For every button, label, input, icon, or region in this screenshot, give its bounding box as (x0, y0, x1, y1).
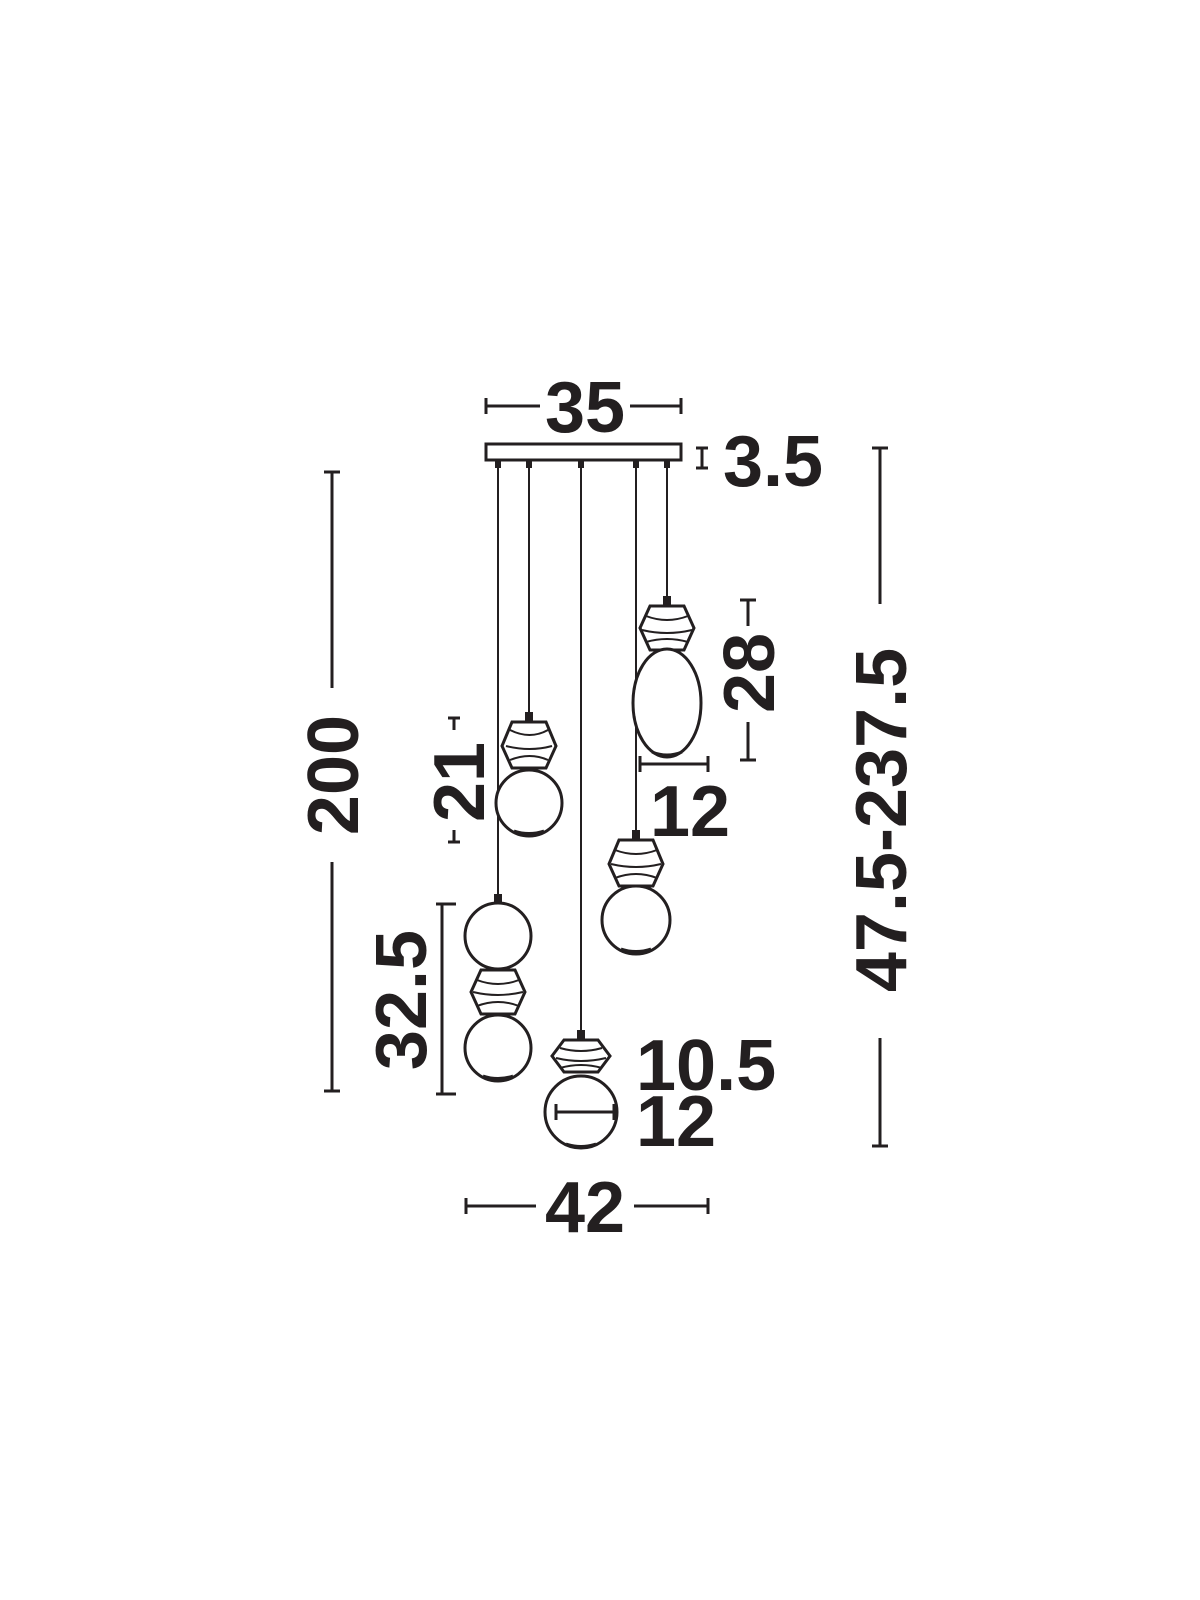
pendant-globe-small (494, 712, 564, 838)
oval-height-label: 28 (710, 633, 790, 713)
pendant-globe-bottom (543, 1030, 619, 1150)
pendant-double-globe (463, 894, 533, 1083)
dimension-total-height: 47.5-237.5 (842, 446, 922, 1148)
cable-length-label: 200 (294, 715, 374, 835)
total-height-label: 47.5-237.5 (842, 648, 922, 992)
dimension-small-pendant-height: 21 (420, 716, 500, 844)
dimension-overall-width: 42 (464, 1168, 710, 1248)
overall-width-label: 42 (545, 1168, 625, 1248)
pendant-globe-medium (600, 830, 672, 956)
canopy-width-label: 35 (545, 368, 625, 448)
dimension-bottom-pendant: 10.5 12 (554, 1026, 776, 1162)
bottom-pendant-width-label: 12 (636, 1082, 716, 1162)
pendant-oval (631, 596, 703, 759)
dimension-cable-length: 200 (294, 470, 374, 1093)
dimension-double-globe-height: 32.5 (362, 902, 456, 1096)
dimension-canopy-width: 35 (484, 368, 683, 448)
double-globe-height-label: 32.5 (362, 930, 442, 1070)
small-pendant-height-label: 21 (420, 742, 500, 822)
dimension-oval-width: 12 (638, 756, 730, 852)
oval-width-label: 12 (650, 772, 730, 852)
suspension-cables (497, 468, 668, 1032)
bottom-pendant-height-label: 10.5 (636, 1026, 776, 1106)
canopy (484, 442, 683, 468)
dimension-canopy-height: 3.5 (696, 422, 823, 502)
dimension-oval-height: 28 (710, 598, 790, 762)
canopy-height-label: 3.5 (723, 422, 823, 502)
